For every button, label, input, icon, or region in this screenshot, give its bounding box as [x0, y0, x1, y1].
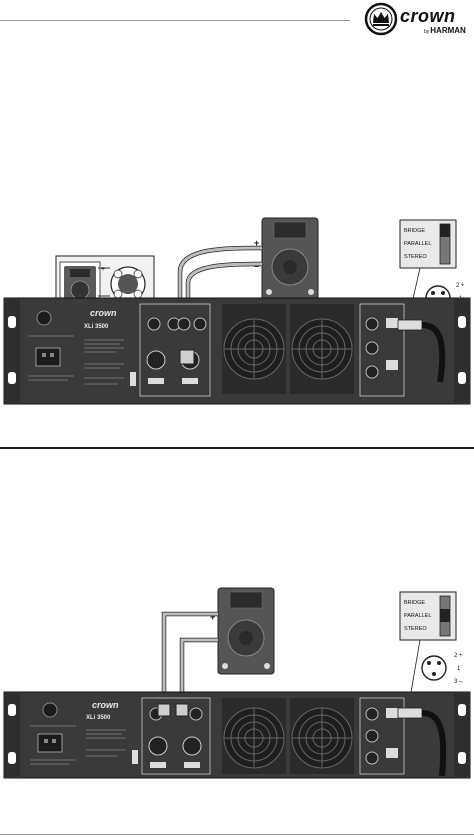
brand-parent: byHARMAN — [424, 26, 466, 35]
cooling-fan-4 — [290, 698, 354, 774]
power-inlet-icon — [35, 347, 61, 367]
xlr2-pin3-label: 3 – — [454, 679, 463, 685]
speakon-output-1 — [146, 350, 166, 370]
inset-plus-label: + — [101, 266, 105, 273]
speaker-cabinet: + – — [254, 217, 319, 301]
xlr-connector-icon-2 — [421, 655, 447, 681]
switch2-parallel-label: PARALLEL — [404, 613, 431, 619]
panel2-brand: crown — [92, 700, 119, 710]
xlr-pinout-2: 2 + 1 3 – — [421, 653, 463, 685]
panel-brand: crown — [90, 308, 117, 318]
switch-bridge-label: BRIDGE — [404, 228, 425, 234]
parallel-wiring-diagram: + – BRIDGE PARALLEL STEREO 2 + 1 3 – — [3, 587, 471, 779]
bridge-mono-wiring-diagram: + – + – BRIDGE PARALLEL STEREO — [3, 217, 471, 405]
brand-name: crown — [400, 6, 456, 26]
input-section — [359, 303, 405, 397]
section-divider — [0, 447, 474, 449]
xlr2-pin2-label: 2 + — [454, 653, 463, 659]
amplifier-rear-panel-2: crown XLi 3500 — [3, 691, 471, 779]
xlr-input-cable — [397, 319, 446, 383]
brand-by: by — [424, 29, 430, 35]
brand-harman: HARMAN — [430, 26, 466, 35]
panel2-model: XLi 3500 — [86, 715, 111, 721]
breaker-icon — [36, 310, 52, 326]
switch-parallel-label: PARALLEL — [404, 241, 431, 247]
speakon2-output-2 — [182, 736, 202, 756]
panel-model: XLi 3500 — [84, 324, 109, 330]
xlr-input-cable-2 — [397, 707, 447, 777]
output-section — [139, 303, 211, 397]
header-rule — [0, 20, 350, 21]
speaker2-plus-label: + — [210, 612, 215, 622]
cooling-fan-2 — [290, 304, 354, 394]
speaker-cabinet-2: + – — [210, 587, 275, 675]
crown-emblem-icon — [364, 2, 398, 36]
breaker-icon-2 — [42, 702, 58, 718]
output-section-2 — [141, 697, 211, 775]
switch2-bridge-label: BRIDGE — [404, 600, 425, 606]
xlr-pin2-label: 2 + — [456, 283, 465, 289]
amplifier-rear-panel: crown XLi 3500 — [3, 297, 471, 405]
xlr2-pin1-label: 1 — [457, 666, 461, 672]
switch-stereo-label: STEREO — [404, 254, 427, 260]
mode-switch-callout-2: BRIDGE PARALLEL STEREO — [399, 591, 457, 699]
speaker-plus-label: + — [254, 238, 259, 248]
mode-switch-callout: BRIDGE PARALLEL STEREO — [399, 219, 457, 313]
crown-harman-logo: crown byHARMAN — [364, 2, 470, 38]
footer-rule — [0, 834, 474, 835]
cooling-fan-3 — [222, 698, 286, 774]
power-inlet-icon-2 — [37, 733, 63, 753]
switch2-stereo-label: STEREO — [404, 626, 427, 632]
speakon2-output-1 — [148, 736, 168, 756]
input-section-2 — [359, 697, 405, 775]
cooling-fan-1 — [222, 304, 286, 394]
